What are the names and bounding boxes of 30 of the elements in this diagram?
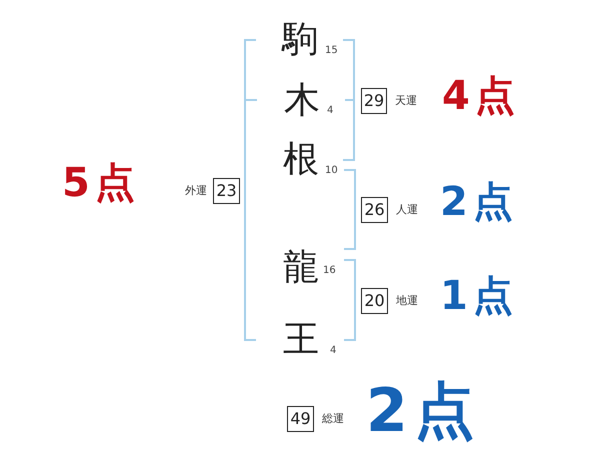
name-character: 木	[284, 83, 320, 119]
stroke-count: 16	[323, 266, 336, 276]
fortune-number: 29	[364, 93, 384, 109]
score-text: 5点	[62, 163, 140, 203]
score-text: 4点	[442, 76, 520, 116]
fortune-number: 20	[364, 293, 385, 309]
stroke-count: 10	[325, 166, 338, 176]
stroke-count: 4	[330, 346, 336, 356]
number-box	[287, 406, 314, 432]
stroke-count: 15	[325, 46, 338, 56]
score-text: 2点	[366, 381, 482, 441]
number-box	[213, 178, 240, 204]
fortune-number: 26	[364, 202, 385, 218]
name-character: 王	[283, 322, 319, 358]
fortune-number: 49	[290, 411, 311, 427]
number-box	[361, 288, 388, 314]
number-box	[361, 88, 387, 114]
fortune-label: 外運	[185, 185, 207, 196]
fortune-label: 天運	[395, 95, 417, 106]
stroke-count: 4	[327, 106, 334, 116]
fortune-label: 人運	[396, 204, 418, 215]
number-box	[361, 197, 388, 223]
name-character: 龍	[283, 250, 319, 286]
fortune-number: 23	[216, 183, 237, 199]
score-text: 2点	[440, 182, 518, 222]
fortune-label: 総運	[322, 413, 344, 424]
name-character: 根	[283, 142, 319, 178]
name-character: 駒	[282, 22, 318, 58]
fortune-label: 地運	[396, 295, 418, 306]
score-text: 1点	[440, 276, 518, 316]
